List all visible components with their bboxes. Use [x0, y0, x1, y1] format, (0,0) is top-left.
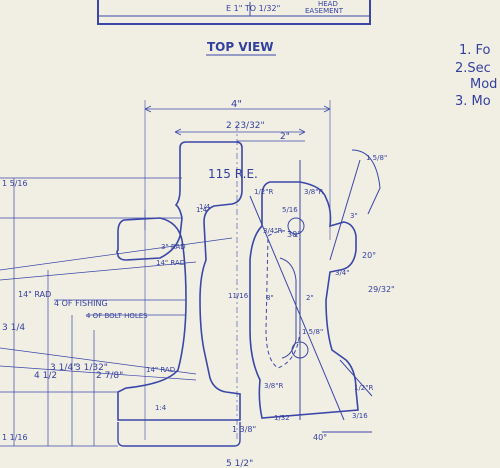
dim-left-1-1-16: 1 1/16 [2, 433, 28, 442]
dim-rad-14-lower: 14" RAD [146, 366, 175, 374]
dim-left-1-5-16: 1 5/16 [2, 179, 28, 188]
dim-r-29-32: 29/32" [368, 285, 395, 294]
view-title: TOP VIEW [207, 40, 274, 54]
dim-v-3-1-32: 3 1/32" [75, 363, 108, 373]
dim-v-4-1-2: 4 1/2 [34, 371, 57, 381]
note-3: 3. Mo [455, 94, 491, 109]
rail-section-left [116, 141, 243, 447]
note-1: 1. Fo [459, 43, 491, 58]
dim-web-8: 8" [266, 294, 274, 302]
dim-foot-r-3-8: 3/8"R [264, 382, 283, 390]
dim-r-3-4: 3/4" [335, 269, 350, 277]
note-2b: Mod [470, 77, 497, 92]
rail-label: 115 R.E. [208, 167, 258, 181]
dim-bottom-5: 5 1/2" [226, 459, 253, 468]
dim-foot-40deg: 40° [313, 433, 327, 442]
dim-head-r-right: 3/8"R [304, 188, 323, 196]
dim-half-head: 2" [280, 132, 290, 142]
rail-section-right [249, 149, 381, 433]
dim-rad-3: 3" RAD [161, 243, 186, 251]
dim-head-width: 2 23/32" [226, 121, 265, 131]
dim-fishing: 4 OF FISHING [54, 299, 108, 308]
dim-foot-1-3-8: 1 3/8" [232, 425, 256, 434]
title-block: E 1" TO 1/32" HEAD EASEMENT [97, 0, 371, 25]
dim-width-top: 4" [231, 99, 242, 110]
note-2: 2.Sec [455, 61, 491, 76]
dim-rad-14-upper: 14" RAD [156, 259, 185, 267]
title-block-text-3: EASEMENT [305, 7, 344, 15]
dim-head-3-4: 3/4"R [263, 227, 282, 235]
notes: 1. Fo 2.Sec Mod 3. Mo [455, 43, 497, 109]
dim-bolt-holes: 4 OF BOLT HOLES [86, 312, 148, 320]
dim-foot-14-1: 1:4 [155, 404, 167, 412]
dim-head-30deg: 30° [287, 230, 301, 239]
dim-web-1-32: 1/32 [274, 414, 290, 422]
dim-right-1-5-8: 1 5/8" [366, 154, 387, 162]
dim-v-3-1-4: 3 1/4" [50, 363, 77, 373]
dimension-labels: 115 R.E. 1/2"R 3/8"R 1/4 5/16 3/4"R 30° … [2, 154, 395, 468]
construction-lines [0, 177, 233, 447]
title-block-text-1: E 1" TO 1/32" [226, 4, 280, 13]
dim-right-3: 3" [350, 212, 358, 220]
dim-left-3-1-4: 3 1/4 [2, 323, 25, 333]
top-dimensions: 4" 2 23/32" 2" [144, 99, 331, 440]
dim-web-2: 2" [306, 294, 314, 302]
dim-web-1-5-8: 1 5/8" [302, 328, 323, 336]
dim-head-r-left: 1/2"R [254, 188, 273, 196]
dim-head-quarter: 1/4 [199, 203, 211, 211]
dim-web-14-1: 1:4 [196, 206, 208, 214]
dim-r-20deg: 20° [362, 251, 376, 260]
title-block-text-2: HEAD [318, 0, 338, 8]
dim-foot-r-1-2: 1/2"R [354, 384, 373, 392]
dim-foot-r-3-16: 3/16 [352, 412, 368, 420]
dim-rad-14-left: 14" RAD [18, 290, 51, 299]
dim-head-5-16: 5/16 [282, 206, 298, 214]
dim-web-11-16: 11/16 [228, 292, 249, 300]
dim-v-2-7-8: 2 7/8" [96, 371, 123, 381]
